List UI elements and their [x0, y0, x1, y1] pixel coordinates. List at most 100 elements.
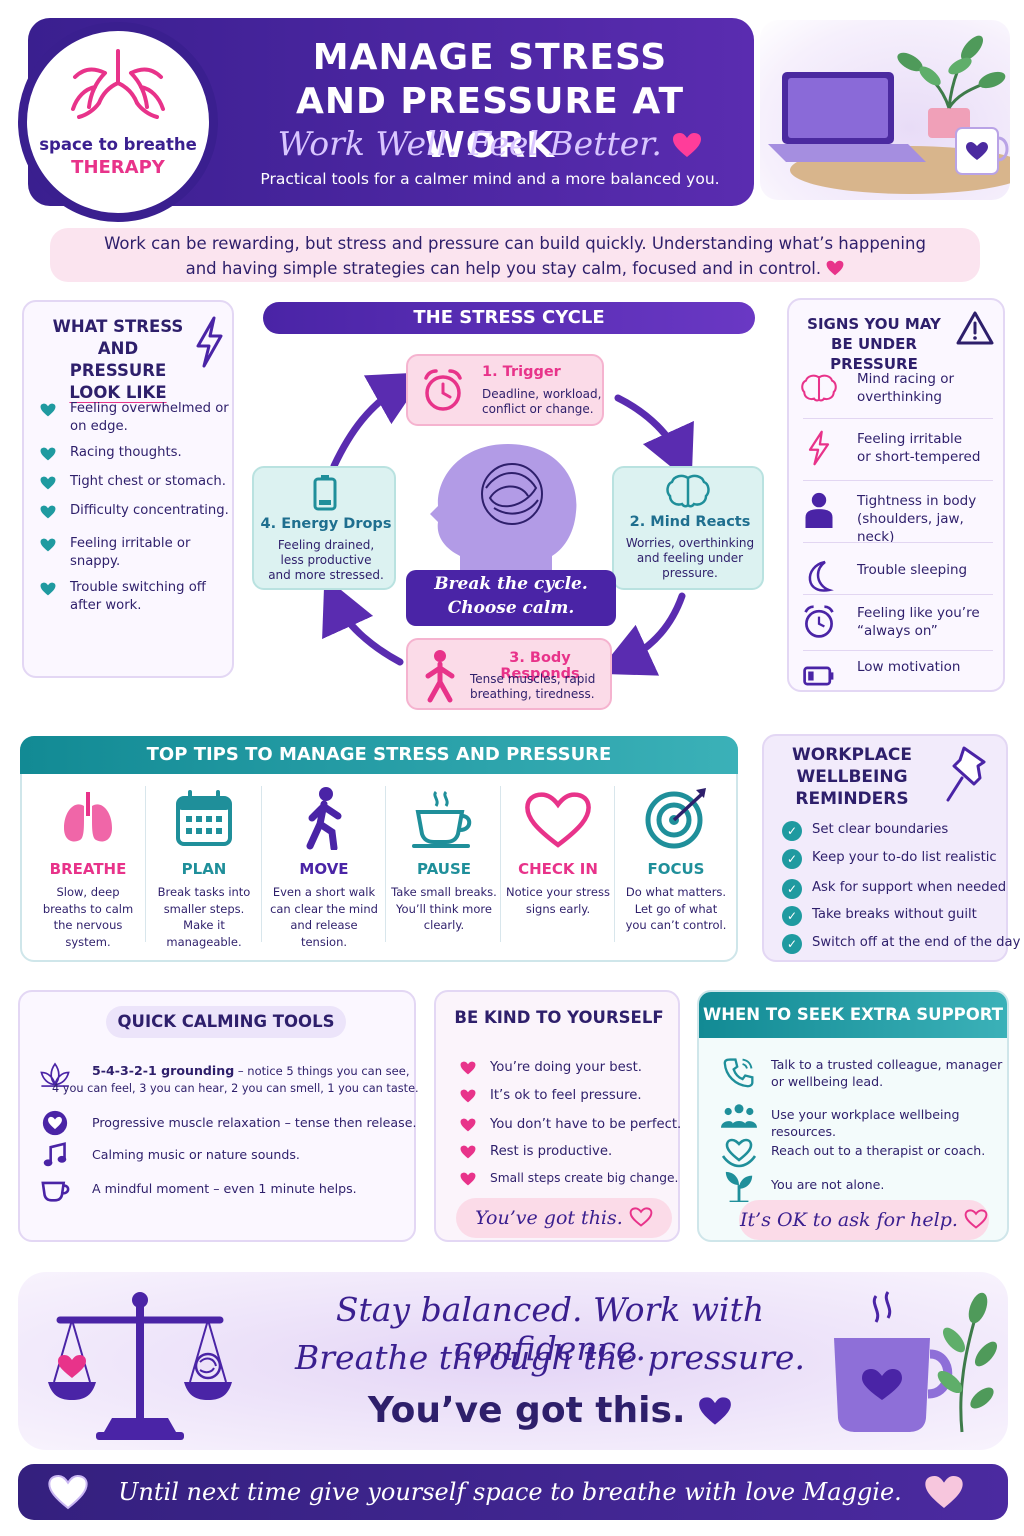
brain-icon	[666, 474, 710, 508]
cycle-step-energy-drops: 4. Energy Drops Feeling drained, less pr…	[252, 466, 396, 590]
kind-text: Rest is productive.	[490, 1144, 613, 1159]
cycle-step-title: 4. Energy Drops	[260, 516, 392, 532]
kind-text: It’s ok to feel pressure.	[490, 1088, 642, 1103]
heart-bullet-icon	[460, 1145, 476, 1159]
sign-line: Feeling irritable	[857, 431, 963, 447]
tip-line: breaths to calm	[42, 901, 134, 916]
cycle-desc-line: Tense muscles, rapid	[470, 672, 596, 686]
list-item: Trouble switching off after work.	[40, 579, 230, 615]
divider	[803, 650, 993, 651]
sign-line: Feeling like you’re	[857, 605, 980, 621]
be-kind-card: BE KIND TO YOURSELF You’re doing your be…	[434, 990, 681, 1242]
tip-line: Make it manageable.	[166, 918, 242, 949]
kind-text: Small steps create big change.	[490, 1171, 679, 1185]
intro-line1: Work can be rewarding, but stress and pr…	[104, 234, 926, 253]
sign-text: Trouble sleeping	[857, 562, 968, 578]
check-icon: ✓	[782, 934, 802, 954]
reminder-text: Keep your to-do list realistic	[812, 850, 997, 865]
tea-cup-icon	[41, 1181, 70, 1202]
sign-text: Feeling irritable or short-tempered	[857, 430, 997, 466]
looks-title-l3: LOOK LIKE	[69, 383, 167, 402]
tip-line: Let go of what	[634, 901, 718, 916]
cycle-step-desc: Worries, overthinking and feeling under …	[614, 536, 766, 581]
quick-tool-text: 5-4-3-2-1 grounding – notice 5 things yo…	[52, 1062, 422, 1098]
heart-bullet-icon	[40, 538, 56, 552]
cycle-step-trigger: 1. Trigger Deadline, workload, conflict …	[406, 354, 604, 426]
divider	[803, 542, 993, 543]
signoff-banner	[18, 1464, 1008, 1520]
looks-item-text: Racing thoughts.	[70, 445, 182, 460]
warning-icon	[956, 311, 994, 345]
lightning-icon	[196, 316, 223, 368]
support-line: Talk to a trusted colleague, manager	[771, 1057, 1003, 1072]
cycle-step-title: 1. Trigger	[482, 364, 561, 380]
heart-circle-icon	[42, 1110, 68, 1136]
pushpin-icon	[946, 746, 986, 802]
sign-text: Tightness in body(shoulders, jaw, neck)	[857, 492, 997, 546]
heart-icon	[48, 1474, 88, 1510]
desk-illustration	[760, 20, 1024, 200]
music-note-icon	[43, 1142, 67, 1167]
divider	[385, 786, 386, 942]
divider	[614, 786, 615, 942]
heart-hands-icon	[721, 1138, 757, 1168]
seek-closing: It’s OK to ask for help.	[739, 1200, 989, 1240]
divider	[145, 786, 146, 942]
quick-calming-tools-card: QUICK CALMING TOOLS 5-4-3-2-1 grounding …	[18, 990, 419, 1242]
quick-tool-rest: – notice 5 things you can see,	[234, 1064, 410, 1078]
quick-tool-line: 4 you can feel, 3 you can hear, 2 you ca…	[52, 1082, 419, 1095]
divider	[803, 594, 993, 595]
heart-outline-icon	[964, 1209, 988, 1229]
heart-outline-icon	[525, 792, 591, 848]
logo-text-line1: space to breathe	[39, 135, 197, 154]
cycle-desc-line: and feeling under	[636, 551, 744, 565]
check-icon: ✓	[782, 849, 802, 869]
alarm-clock-icon	[804, 605, 834, 638]
break-cycle-line2: Choose calm.	[447, 598, 575, 618]
cycle-desc-line: pressure.	[662, 566, 718, 580]
signs-title-l2: BE UNDER PRESSURE	[830, 335, 918, 373]
signoff-text: Until next time give yourself space to b…	[118, 1478, 902, 1506]
heart-icon	[925, 1476, 963, 1508]
brain-icon	[801, 374, 837, 402]
target-icon	[645, 788, 706, 849]
check-icon: ✓	[782, 906, 802, 926]
head-profile-icon	[430, 444, 577, 588]
break-cycle-badge: Break the cycle. Choose calm.	[406, 570, 616, 626]
reminders-title: WORKPLACE WELLBEING REMINDERS	[782, 744, 922, 810]
tip-pause: PAUSE Take small breaks.You’ll think mor…	[386, 782, 502, 954]
list-item: Difficulty concentrating.	[40, 502, 230, 520]
cycle-desc-line: Deadline, workload,	[482, 387, 602, 401]
tip-line: signs early.	[525, 901, 591, 916]
sign-line: or short-tempered	[857, 449, 981, 465]
signs-under-pressure-card: SIGNS YOU MAY BE UNDER PRESSURE Mind rac…	[787, 298, 1005, 692]
break-cycle-line1: Break the cycle.	[434, 574, 588, 594]
tip-line: smaller steps.	[163, 901, 245, 916]
person-icon	[805, 492, 833, 528]
tip-line: clearly.	[423, 918, 465, 932]
heart-bullet-icon	[460, 1118, 476, 1132]
sign-text: Feeling like you’re“always on”	[857, 604, 997, 640]
reminders-title-l3: REMINDERS	[795, 789, 909, 809]
lungs-icon	[64, 792, 112, 842]
divider	[803, 418, 993, 419]
tip-title: MOVE	[299, 860, 349, 878]
footer-line1: Stay balanced. Work with confidence.	[335, 1290, 765, 1368]
tip-desc: Break tasks into smaller steps. Make it ma…	[146, 884, 262, 950]
tip-line: the nervous system.	[53, 918, 123, 949]
subtitle: Practical tools for a calmer mind and a …	[260, 170, 720, 188]
heart-bullet-icon	[40, 582, 56, 596]
kind-closing-text: You’ve got this.	[475, 1207, 623, 1229]
lotus-icon	[40, 1062, 70, 1087]
phone-icon	[723, 1058, 754, 1088]
reminder-text: Switch off at the end of the day	[812, 935, 1021, 950]
quick-tools-title: QUICK CALMING TOOLS	[106, 1006, 346, 1038]
quick-tool-text: Progressive muscle relaxation – tense th…	[92, 1115, 417, 1130]
signs-title-l1: SIGNS YOU MAY	[807, 315, 941, 333]
logo: space to breathe THERAPY	[18, 22, 218, 222]
tip-line: Break tasks into	[157, 885, 251, 899]
balance-scale-icon	[48, 1292, 232, 1440]
